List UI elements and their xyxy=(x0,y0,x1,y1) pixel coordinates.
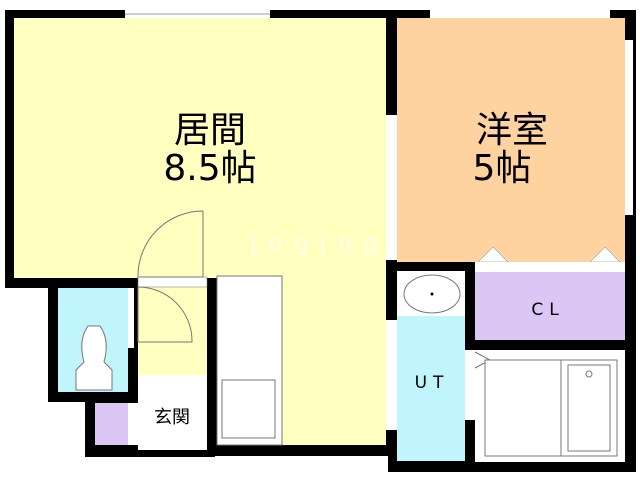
closet-label: CL xyxy=(531,300,564,320)
living-room-name: 居間 xyxy=(174,110,246,151)
kitchen-sink xyxy=(221,379,276,439)
utility-room xyxy=(397,316,465,461)
window-western-side xyxy=(625,40,633,215)
entrance-label: 玄関 xyxy=(154,407,190,428)
toilet-icon xyxy=(75,325,113,391)
door-swing-icon xyxy=(137,286,193,343)
watermark: jogjog xyxy=(249,231,389,256)
utility-label: UT xyxy=(415,373,450,393)
entry-hall xyxy=(138,287,207,375)
closet xyxy=(475,272,625,340)
window-western xyxy=(430,10,610,18)
western-room-size: 5帖 xyxy=(473,148,532,189)
living-room-lower xyxy=(282,276,386,445)
western-room xyxy=(397,18,625,262)
door-swing-icon xyxy=(137,210,204,278)
small-closet xyxy=(95,403,128,445)
entrance xyxy=(138,375,207,450)
living-room xyxy=(14,18,386,278)
western-room-name: 洋室 xyxy=(476,110,548,151)
drain-icon xyxy=(585,370,593,378)
living-room-size: 8.5帖 xyxy=(163,148,256,189)
